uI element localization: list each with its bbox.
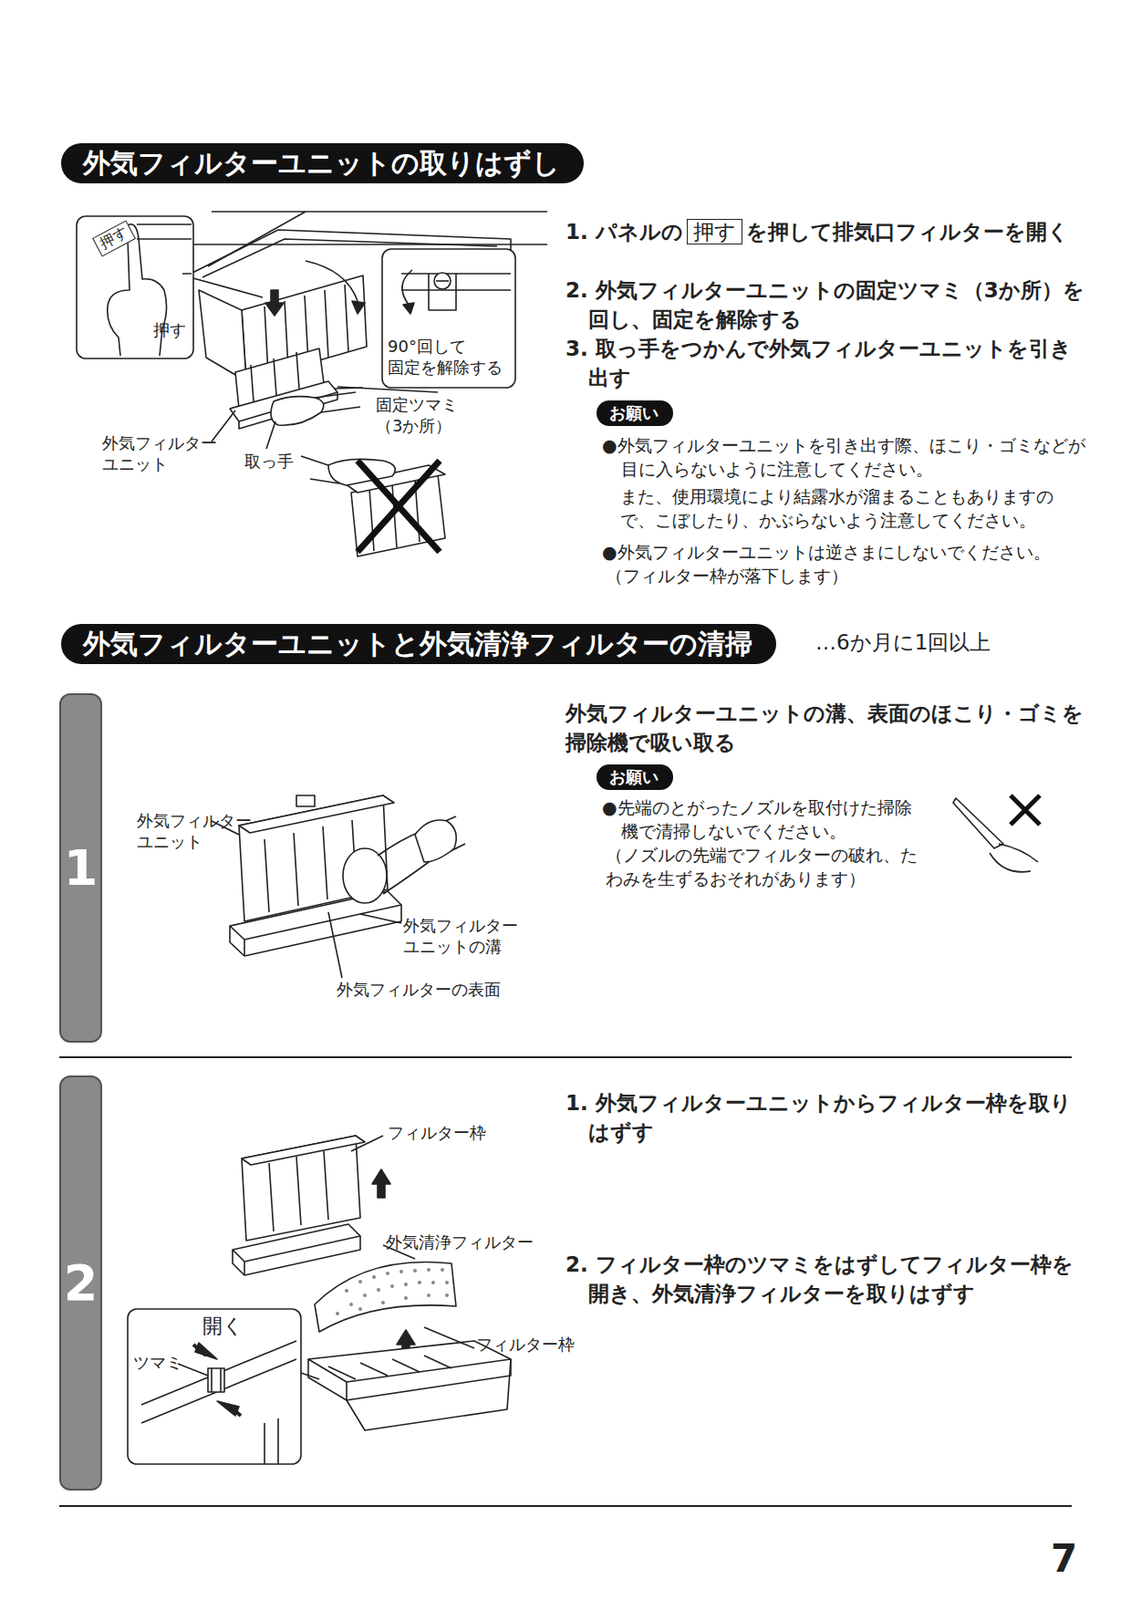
part-label: ツマミ xyxy=(133,1351,183,1373)
part-label: 取っ手 xyxy=(244,450,294,472)
step-tab: 2 xyxy=(59,1075,103,1491)
heading-text: お願い xyxy=(609,403,659,423)
note-text: また、使用環境により結露水が溜まることもありますので、こぼしたり、かぶらないよう… xyxy=(620,484,1086,532)
instruction-text: を押して排気口フィルターを開く xyxy=(746,219,1069,244)
heading-text: お願い xyxy=(609,767,659,787)
part-label: 外気フィルター ユニットの溝 xyxy=(403,914,554,958)
instruction-text: 1. 外気フィルターユニットからフィルター枠を取りはずす xyxy=(565,1088,1086,1147)
instruction-line: 1. パネルの押すを押して排気口フィルターを開く xyxy=(565,217,1113,247)
section-heading: 外気フィルターユニットと外気清浄フィルターの清掃 xyxy=(61,623,777,665)
part-label: 外気清浄フィルター xyxy=(385,1231,534,1253)
part-label: 90°回して 固定を解除する xyxy=(387,335,516,379)
note-text: ●外気フィルターユニットは逆さまにしないでください。 xyxy=(601,539,1095,564)
note-text: ●先端のとがったノズルを取付けた掃除機で清掃しないでください。 xyxy=(601,795,922,843)
instruction-text: 2. 外気フィルターユニットの固定ツマミ（3か所）を回し、固定を解除する xyxy=(565,275,1086,334)
note-text: （フィルター枠が落下します） xyxy=(605,563,1080,588)
part-label: フィルター枠 xyxy=(387,1121,487,1143)
step-number: 1 xyxy=(63,839,99,897)
button-label: 押す xyxy=(686,218,743,245)
step-number: 2 xyxy=(63,1254,99,1312)
section-heading: 外気フィルターユニットの取りはずし xyxy=(61,143,584,184)
part-label: 固定ツマミ （3か所） xyxy=(375,394,477,437)
part-label: フィルター枠 xyxy=(476,1333,575,1355)
page-number: 7 xyxy=(1050,1534,1078,1585)
notice-badge: お願い xyxy=(596,764,674,790)
step-tab: 1 xyxy=(59,693,103,1043)
heading-text: 外気フィルターユニットと外気清浄フィルターの清掃 xyxy=(83,627,753,660)
part-label: 外気フィルター ユニット xyxy=(102,432,230,476)
instruction-text: 2. フィルター枠のツマミをはずしてフィルター枠を開き、外気清浄フィルターを取り… xyxy=(565,1249,1086,1308)
part-label: 外気フィルター ユニット xyxy=(136,809,265,853)
part-label: 外気フィルターの表面 xyxy=(336,978,501,1000)
heading-text: 外気フィルターユニットの取りはずし xyxy=(83,146,561,179)
frequency-note: …6か月に1回以上 xyxy=(815,629,991,657)
instruction-text: 1. パネルの xyxy=(565,219,684,244)
notice-badge: お願い xyxy=(596,400,674,426)
part-label: 開く xyxy=(202,1313,244,1340)
note-text: ●外気フィルターユニットを引き出す際、ほこり・ゴミなどが目に入らないように注意し… xyxy=(601,433,1086,481)
note-text: （ノズルの先端でフィルターの破れ、たわみを生ずるおそれがあります） xyxy=(605,842,925,891)
instruction-text: 外気フィルターユニットの溝、表面のほこり・ゴミを掃除機で吸い取る xyxy=(565,698,1086,758)
instruction-text: 3. 取っ手をつかんで外気フィルターユニットを引き出す xyxy=(565,333,1086,393)
part-label: 押す xyxy=(153,319,187,341)
